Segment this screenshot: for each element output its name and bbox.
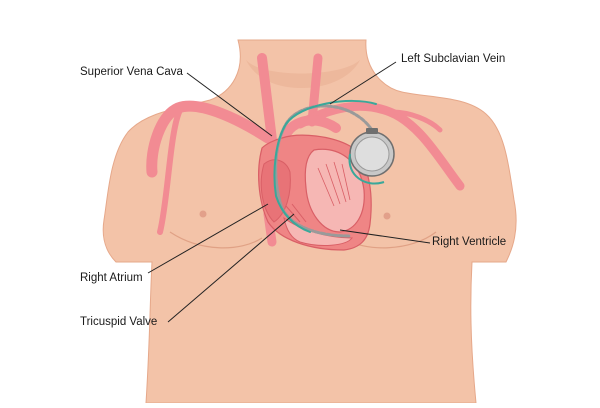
lead-teal — [273, 99, 377, 233]
chest-contour-left — [169, 231, 263, 249]
left-arm-vessel — [389, 109, 443, 133]
vessels — [146, 53, 465, 247]
right-jugular-vein — [307, 53, 323, 127]
neck-shadow — [246, 60, 360, 88]
right-nipple — [383, 212, 391, 220]
label-superior-vena-cava: Superior Vena Cava — [80, 66, 183, 78]
label-right-ventricle: Right Ventricle — [432, 236, 507, 248]
label-left-subclavian-vein: Left Subclavian Vein — [401, 53, 506, 65]
leader-left-subclavian-vein — [329, 61, 397, 105]
leader-superior-vena-cava — [186, 72, 273, 137]
label-tricuspid-valve: Tricuspid Valve — [80, 316, 158, 328]
pacemaker-lead — [273, 99, 377, 238]
label-right-atrium: Right Atrium — [80, 272, 143, 284]
tricuspid-valve — [285, 203, 307, 223]
pacemaker-device-icon — [348, 128, 395, 185]
left-jugular-vein — [257, 53, 277, 145]
leader-right-ventricle — [339, 229, 431, 244]
leader-tricuspid-valve — [167, 213, 295, 323]
heart — [258, 134, 372, 251]
left-nipple — [199, 210, 207, 218]
chordae-lines — [317, 161, 351, 207]
right-arm-vein — [157, 107, 183, 235]
leader-lines — [147, 61, 431, 323]
leader-right-atrium — [147, 203, 269, 274]
